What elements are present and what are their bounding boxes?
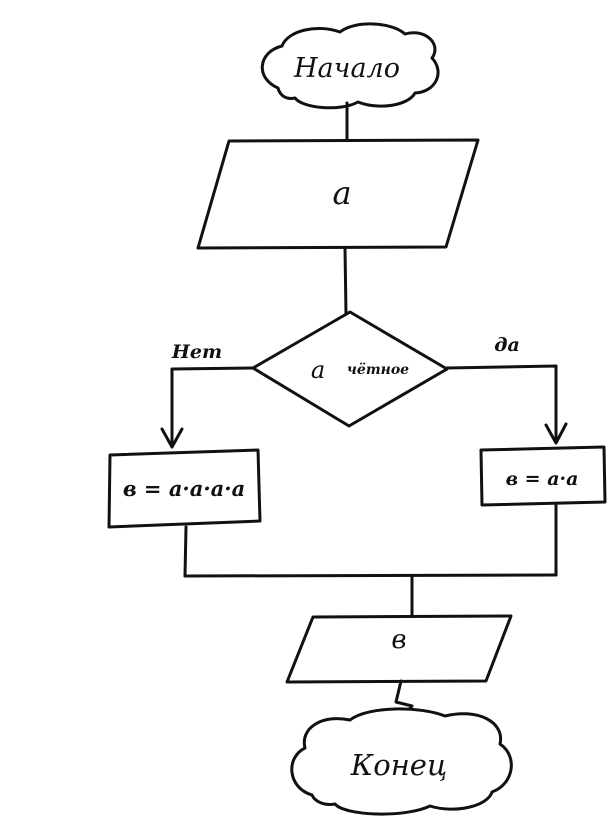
decision-diamond [251, 310, 449, 428]
arrowhead-yes [544, 422, 568, 445]
end-label: Конец [350, 748, 447, 782]
process-left-label: в = а·а·а·а [123, 476, 245, 501]
process-right-rect [479, 445, 607, 507]
decision-label-cond: чётное [347, 362, 409, 378]
start-terminator [260, 22, 440, 110]
end-terminator [290, 707, 513, 816]
process-left-rect [107, 448, 262, 529]
start-label: Начало [293, 53, 400, 84]
branch-yes-label: да [494, 334, 520, 356]
input-label: a [332, 174, 351, 212]
branch-no-label: Нет [171, 341, 222, 363]
connector-merge-horizontal [183, 573, 558, 578]
connector-input-decision [343, 246, 348, 316]
process-right-label: в = а·а [506, 468, 579, 490]
output-label: в [391, 625, 406, 655]
connector-yes-branch [445, 364, 558, 444]
arrowhead-no [160, 427, 184, 449]
connector-left-merge [183, 525, 188, 578]
connector-no-branch [170, 366, 255, 448]
output-parallelogram [285, 614, 513, 684]
input-parallelogram [196, 138, 480, 250]
decision-label-var: a [311, 356, 325, 384]
